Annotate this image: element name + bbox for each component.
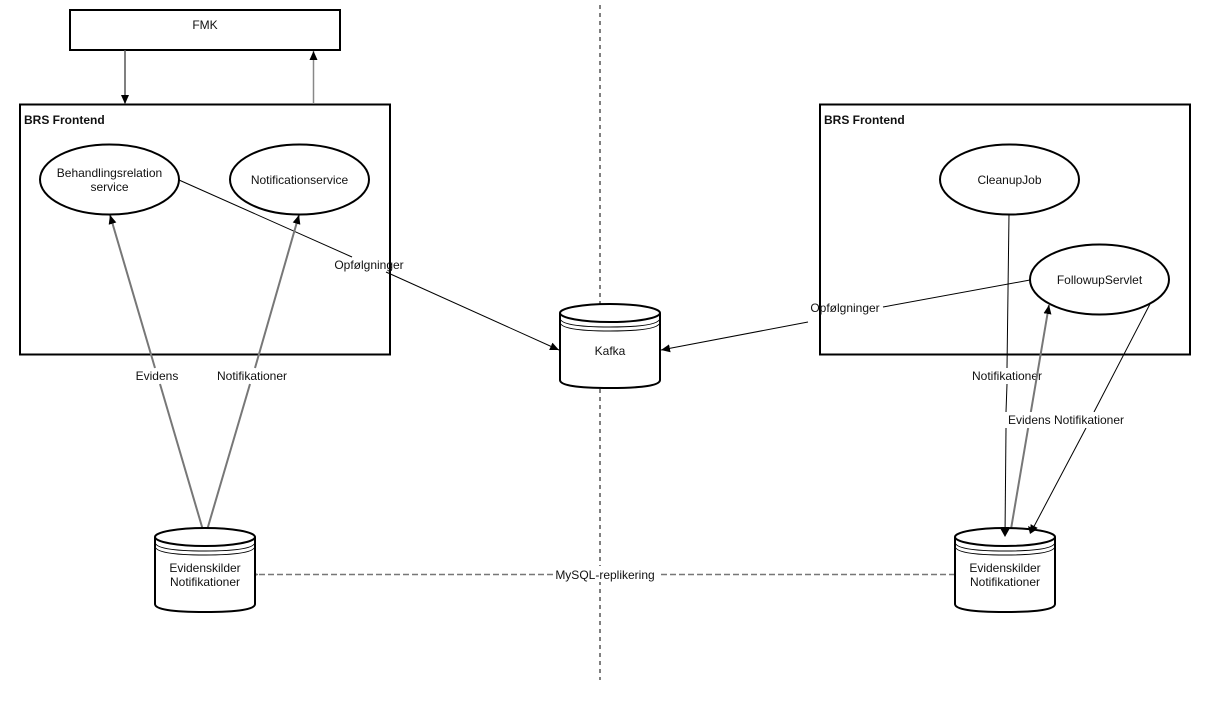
right-brs-frontend-label: BRS Frontend xyxy=(824,113,905,127)
left-db-label-line2: Notifikationer xyxy=(170,575,240,589)
left-opfolgninger-edge[interactable]: Opfølgninger xyxy=(178,179,560,351)
right-notifikationer-label: Notifikationer xyxy=(972,369,1042,383)
followupservlet-node[interactable]: FollowupServlet xyxy=(1029,243,1170,316)
right-opfolgninger-edge[interactable]: Opfølgninger xyxy=(660,279,1031,353)
behandlingsrelation-label-line2: service xyxy=(90,180,128,194)
right-evidens-arrowhead xyxy=(1028,526,1036,534)
right-db-label-line2: Notifikationer xyxy=(970,575,1040,589)
left-opfolgninger-label: Opfølgninger xyxy=(334,258,403,272)
fmk-node[interactable]: FMK xyxy=(69,9,341,51)
right-evidens-notifikationer-edge[interactable]: Evidens Notifikationer xyxy=(1005,303,1151,536)
cleanupjob-node[interactable]: CleanupJob xyxy=(939,143,1080,216)
left-notifikationer-label: Notifikationer xyxy=(217,369,287,383)
followupservlet-label: FollowupServlet xyxy=(1057,273,1143,287)
left-notifikationer-edge[interactable]: Notifikationer xyxy=(204,214,301,538)
notificationservice-node[interactable]: Notificationservice xyxy=(229,143,370,216)
notificationservice-label: Notificationservice xyxy=(251,173,349,187)
mysql-replikering-label: MySQL-replikering xyxy=(555,568,654,582)
kafka-node[interactable]: Kafka xyxy=(559,303,661,390)
right-db-label-line1: Evidenskilder xyxy=(969,561,1040,575)
left-brs-frontend-container[interactable]: BRS Frontend xyxy=(19,103,391,356)
behandlingsrelation-service-node[interactable]: Behandlingsrelation service xyxy=(39,143,180,216)
left-evidenskilder-db-node[interactable]: Evidenskilder Notifikationer xyxy=(154,527,256,614)
left-db-label-line1: Evidenskilder xyxy=(169,561,240,575)
right-brs-frontend-container[interactable]: BRS Frontend xyxy=(819,103,1191,356)
kafka-label: Kafka xyxy=(595,344,626,358)
right-opfolgninger-label: Opfølgninger xyxy=(810,301,879,315)
fmk-label: FMK xyxy=(192,18,217,32)
right-notifikationer-arrowhead xyxy=(1000,528,1010,537)
right-notifikationer-edge[interactable]: Notifikationer xyxy=(972,213,1042,537)
mysql-replikering-edge[interactable]: MySQL-replikering xyxy=(257,566,955,582)
right-evidenskilder-db-node[interactable]: Evidenskilder Notifikationer xyxy=(954,527,1056,614)
right-evidens-notifikationer-label: Evidens Notifikationer xyxy=(1008,413,1124,427)
left-evidens-label: Evidens xyxy=(136,369,179,383)
left-evidens-edge[interactable]: Evidens xyxy=(108,214,206,538)
behandlingsrelation-label-line1: Behandlingsrelation xyxy=(57,166,162,180)
cleanupjob-label: CleanupJob xyxy=(977,173,1041,187)
left-brs-frontend-label: BRS Frontend xyxy=(24,113,105,127)
